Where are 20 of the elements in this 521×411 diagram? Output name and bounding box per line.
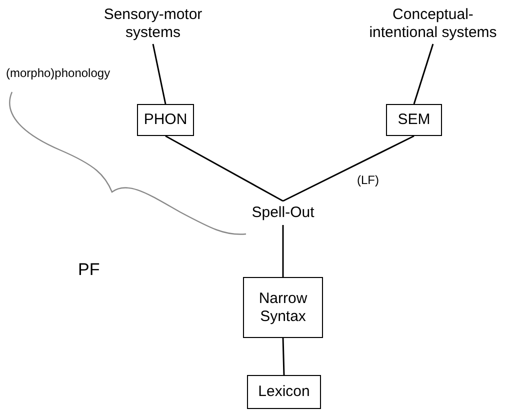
node-text: Sensory-motor systems	[88, 4, 218, 44]
connector-line	[413, 44, 434, 104]
connector-line	[282, 135, 414, 202]
connector-line	[152, 44, 166, 104]
process-box	[137, 104, 194, 136]
annotation-label: PF	[78, 260, 100, 280]
process-box	[386, 104, 442, 136]
process-box	[247, 375, 321, 409]
box-label: Narrow Syntax	[258, 290, 308, 326]
box-label: PHON	[144, 111, 188, 129]
box-label: SEM	[398, 111, 430, 129]
node-text: Spell-Out	[241, 201, 325, 225]
connector-line	[282, 225, 284, 277]
node-text: Conceptual-intentional systems	[360, 4, 506, 44]
annotation-label: (morpho)phonology	[6, 66, 110, 80]
process-box	[243, 277, 323, 338]
connector-line	[165, 135, 284, 202]
box-label: Lexicon	[258, 383, 310, 401]
connector-line	[282, 338, 285, 376]
annotation-label: (LF)	[357, 173, 379, 187]
